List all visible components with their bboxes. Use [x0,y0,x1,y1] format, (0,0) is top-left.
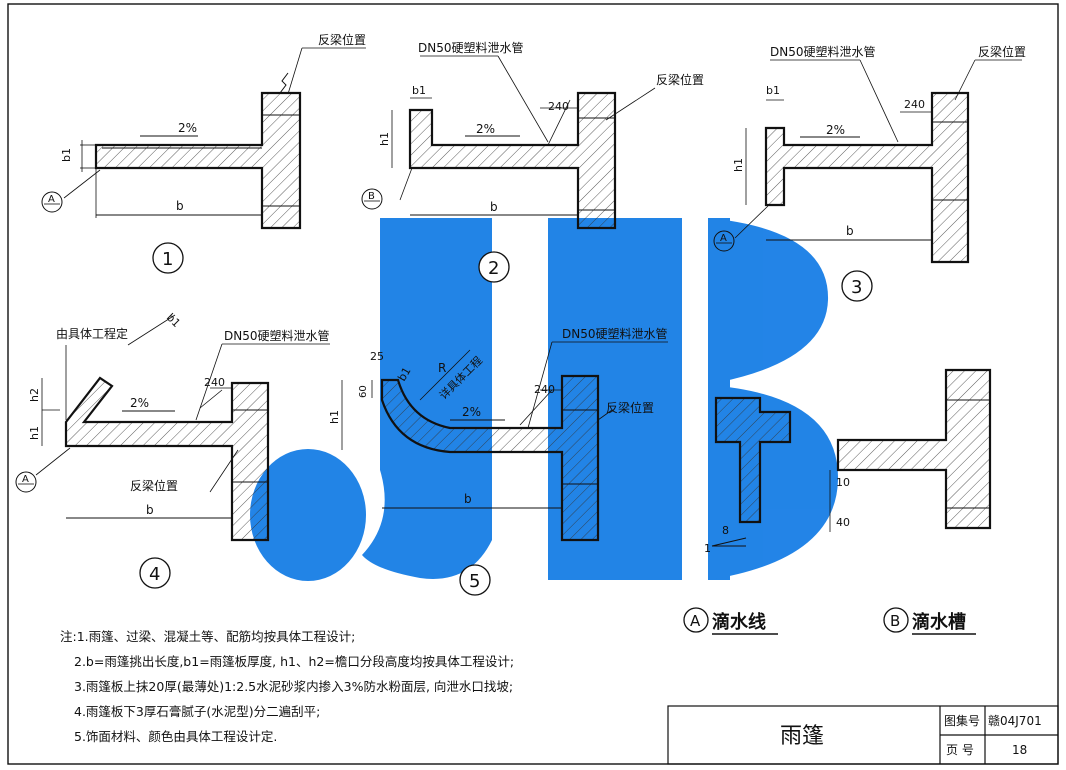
fig4-marker-a: A [15,471,37,493]
fig2-slope-label: 2% [476,122,495,136]
fig2-fanliang-label: 反梁位置 [656,72,704,87]
legend-a-text: 滴水线 [712,611,766,633]
fig5-25-label: 25 [370,350,384,363]
figure-5-badge: 5 [459,564,491,596]
fig5-h1-label: h1 [328,410,341,424]
fig2-b-label: b [490,200,498,214]
fig4-h2-label: h2 [28,388,41,402]
fig2-h1-label: h1 [378,132,391,146]
figure-2-drawing [391,55,656,230]
fig5-60-label: 60 [358,385,369,398]
legend-a-letter: A [690,612,701,630]
detail-b-10-label: 10 [836,476,850,489]
fig4-marker-a-letter: A [22,474,29,485]
fig2-240-label: 240 [548,100,569,113]
figure-3-number: 3 [851,277,862,298]
figure-4-badge: 4 [139,557,171,589]
fig4-h1-label: h1 [28,426,41,440]
fig3-h1-label: h1 [732,158,745,172]
title-block-page-value: 18 [1012,743,1027,757]
fig1-fanliang-label: 反梁位置 [318,32,366,47]
fig3-240-label: 240 [904,98,925,111]
detail-b-40-label: 40 [836,516,850,529]
figure-3-badge: 3 [841,270,873,302]
fig1-b1-label: b1 [60,148,73,162]
title-block-title: 雨篷 [780,724,824,749]
fig2-marker-b-letter: B [368,191,375,202]
fig4-240-label: 240 [204,376,225,389]
fig5-r-label: R [438,361,446,375]
fig3-fanliang-label: 反梁位置 [978,44,1026,59]
figure-1-drawing [63,47,366,230]
detail-a-drawing [711,396,792,547]
fig3-slope-label: 2% [826,123,845,137]
fig4-b-label: b [146,503,154,517]
figure-1-number: 1 [162,249,173,270]
detail-b-drawing [829,368,992,532]
fig4-fanliang-label: 反梁位置 [130,478,178,493]
figure-1-badge: 1 [152,242,184,274]
note-line-4: 4.雨篷板下3厚石膏腻子(水泥型)分二遍刮平; [74,704,321,719]
title-block-page-label: 页 号 [946,743,974,757]
fig3-marker-a-letter: A [720,233,727,244]
fig2-marker-b: B [361,188,383,210]
fig3-pipe-label: DN50硬塑料泄水管 [770,44,876,59]
fig5-b-label: b [464,492,472,506]
figure-5-number: 5 [469,571,480,592]
figure-4-drawing [35,314,330,542]
fig5-240-label: 240 [534,383,555,396]
detail-a-8-label: 8 [722,524,729,537]
note-line-3: 3.雨篷板上抹20厚(最薄处)1:2.5水泥砂浆内掺入3%防水粉面层, 向泄水口… [74,679,514,694]
fig1-marker-a: A [41,191,63,213]
figure-2-number: 2 [488,258,499,279]
legend-drip-groove: B 滴水槽 [883,607,976,635]
title-block-atlas-value: 赣04J701 [988,714,1042,728]
detail-a-1-label: 1 [704,542,711,555]
figure-5-drawing [341,341,668,542]
fig4-by-project-label: 由具体工程定 [56,326,128,341]
fig5-slope-label: 2% [462,405,481,419]
fig1-slope-label: 2% [178,121,197,135]
legend-b-letter: B [890,612,900,630]
legend-b-text: 滴水槽 [912,611,966,633]
fig1-b-label: b [176,199,184,213]
note-line-5: 5.饰面材料、颜色由具体工程设计定. [74,729,278,744]
fig3-b1-label: b1 [766,84,780,97]
figure-4-number: 4 [149,564,160,585]
sheet-frame [7,3,1059,765]
fig3-b-label: b [846,224,854,238]
fig5-pipe-label: DN50硬塑料泄水管 [562,326,668,341]
fig1-marker-a-letter: A [48,194,55,205]
legend-drip-line: A 滴水线 [683,607,778,635]
fig2-pipe-label: DN50硬塑料泄水管 [418,40,524,55]
fig3-marker-a: A [713,230,735,252]
figure-2-badge: 2 [478,251,510,283]
fig5-fanliang-label: 反梁位置 [606,400,654,415]
fig4-pipe-label: DN50硬塑料泄水管 [224,328,330,343]
fig4-b1-label: b1 [164,311,183,330]
fig4-slope-label: 2% [130,396,149,410]
title-block-atlas-label: 图集号 [944,713,980,728]
figure-3-drawing [734,59,1022,264]
fig2-b1-label: b1 [412,84,426,97]
title-block [667,705,1059,765]
note-line-1: 注:1.雨篷、过梁、混凝土等、配筋均按具体工程设计; [60,629,356,644]
note-line-2: 2.b=雨篷挑出长度,b1=雨篷板厚度, h1、h2=檐口分段高度均按具体工程设… [74,654,515,669]
fig5-b1-label: b1 [395,365,413,384]
